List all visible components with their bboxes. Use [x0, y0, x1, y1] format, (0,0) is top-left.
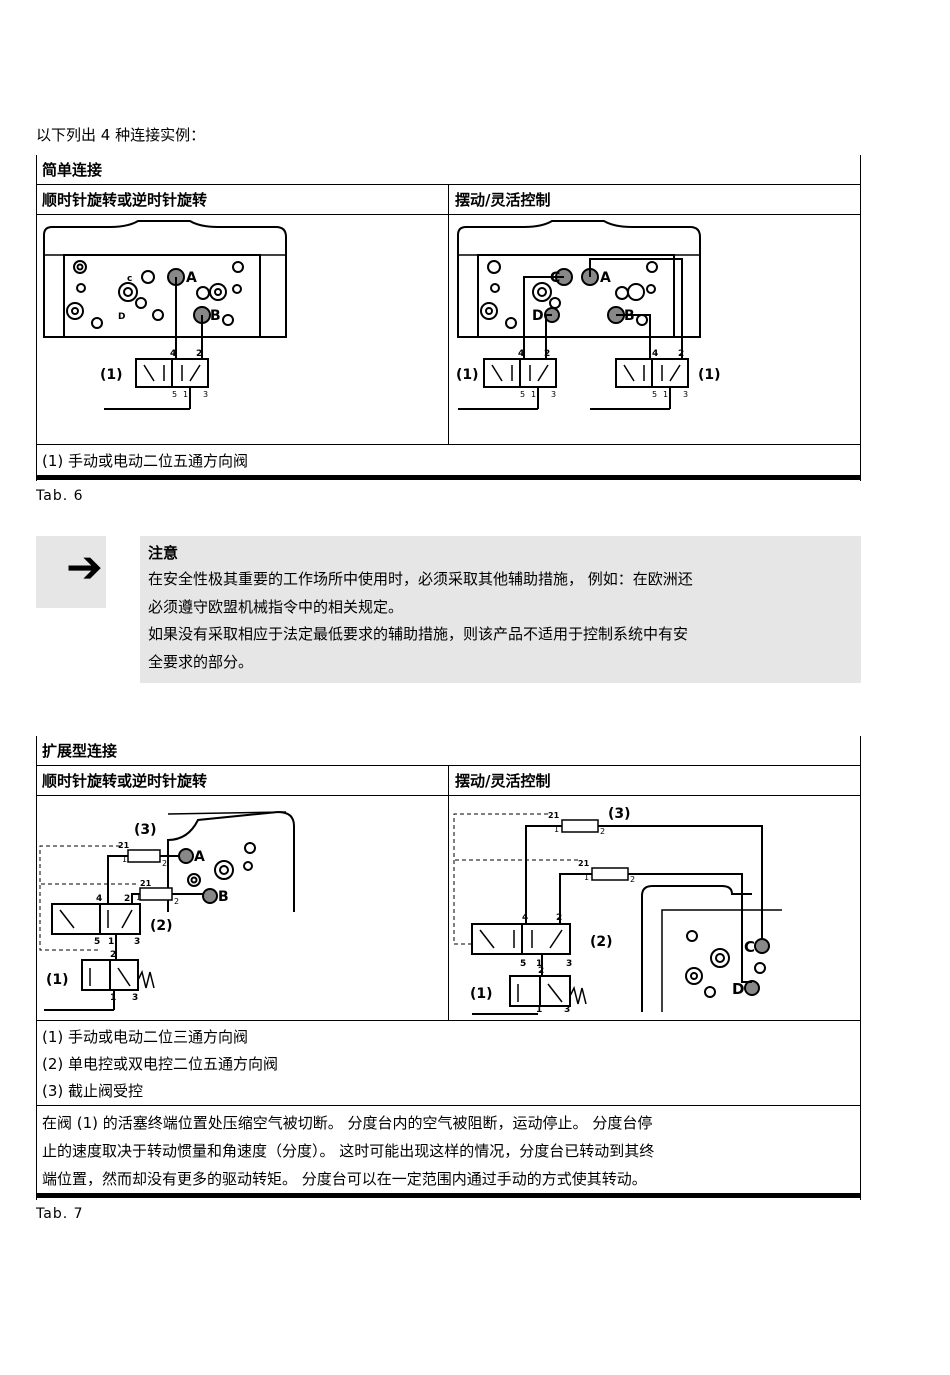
svg-text:1: 1 [536, 959, 542, 969]
svg-text:4: 4 [652, 349, 658, 359]
svg-text:2: 2 [630, 875, 635, 884]
svg-text:2: 2 [174, 897, 179, 906]
table1-title: 简单连接 [42, 161, 103, 179]
svg-text:2: 2 [678, 349, 684, 359]
table2-col-right: 摆动/灵活控制 [455, 772, 551, 790]
diagram-simple-rotation: A B c D 4 2 5 1 3 (1) [43, 220, 287, 410]
table2-title: 扩展型连接 [42, 742, 118, 760]
svg-text:2: 2 [110, 950, 116, 960]
note-line: 必须遵守欧盟机械指令中的相关规定。 [148, 598, 404, 616]
svg-text:D: D [732, 980, 744, 998]
svg-text:2: 2 [538, 966, 544, 976]
svg-text:C: C [744, 938, 755, 956]
diagram-extended-swing: (3) (2) 21 1 2 21 1 2 C D [453, 806, 782, 1015]
svg-text:1: 1 [136, 893, 141, 902]
svg-text:(3): (3) [608, 806, 631, 822]
svg-text:1: 1 [183, 390, 188, 399]
svg-text:A: A [194, 849, 205, 865]
table2-description: 端位置，然而却没有更多的驱动转矩。 分度台可以在一定范围内通过手动的方式使其转动… [42, 1170, 647, 1188]
svg-text:21: 21 [548, 811, 560, 820]
svg-text:1: 1 [108, 937, 114, 947]
svg-text:4: 4 [170, 349, 176, 359]
svg-text:3: 3 [134, 937, 140, 947]
svg-text:3: 3 [203, 390, 208, 399]
table2-footnote: (3) 截止阀受控 [42, 1082, 144, 1100]
note-title: 注意 [148, 544, 179, 562]
table2-description: 在阀 (1) 的活塞终端位置处压缩空气被切断。 分度台内的空气被阻断，运动停止。… [42, 1114, 653, 1132]
port-a-label: A [186, 270, 197, 286]
svg-text:21: 21 [140, 879, 152, 888]
svg-text:5: 5 [652, 390, 657, 399]
svg-text:5: 5 [520, 959, 526, 969]
svg-text:5: 5 [172, 390, 177, 399]
table-simple-connection: 简单连接 顺时针旋转或逆时针旋转 摆动/灵活控制 (1) 手动或电动二位五通方向… [36, 155, 861, 481]
arrow-right-icon: ➔ [66, 542, 103, 593]
svg-text:D: D [532, 308, 544, 324]
svg-text:4: 4 [522, 913, 528, 923]
svg-text:(2): (2) [590, 934, 613, 950]
note-box [140, 536, 861, 683]
svg-text:(1): (1) [470, 986, 493, 1002]
svg-text:2: 2 [124, 894, 130, 904]
svg-text:4: 4 [96, 894, 102, 904]
table1-caption: Tab. 6 [36, 488, 84, 504]
svg-text:3: 3 [551, 390, 556, 399]
table2-caption: Tab. 7 [36, 1206, 84, 1222]
note-line: 全要求的部分。 [148, 653, 254, 671]
svg-text:D: D [118, 312, 125, 322]
table2-footnote: (2) 单电控或双电控二位五通方向阀 [42, 1055, 279, 1073]
note-line: 在安全性极其重要的工作场所中使用时，必须采取其他辅助措施， 例如：在欧洲还 [148, 570, 693, 588]
svg-text:2: 2 [544, 349, 550, 359]
table2-col-left: 顺时针旋转或逆时针旋转 [42, 772, 208, 790]
svg-text:3: 3 [683, 390, 688, 399]
table1-footnote: (1) 手动或电动二位五通方向阀 [42, 452, 249, 470]
table1-col-left: 顺时针旋转或逆时针旋转 [42, 191, 208, 209]
svg-text:4: 4 [518, 349, 524, 359]
svg-text:1: 1 [122, 855, 127, 864]
diagram-simple-swing: C A D B 4 2 5 1 3 (1) 4 2 5 1 3 [456, 220, 721, 410]
svg-text:(3): (3) [134, 822, 157, 838]
svg-text:5: 5 [94, 937, 100, 947]
valve-1-label: (1) [100, 367, 123, 383]
svg-text:21: 21 [118, 841, 130, 850]
svg-text:2: 2 [600, 827, 605, 836]
port-b-label: B [210, 308, 221, 324]
note-icon-box [36, 536, 106, 608]
svg-text:(1): (1) [456, 367, 479, 383]
svg-text:(1): (1) [698, 367, 721, 383]
note-line: 如果没有采取相应于法定最低要求的辅助措施，则该产品不适用于控制系统中有安 [148, 625, 689, 643]
table2-description: 止的速度取决于转动惯量和角速度（分度）。 这时可能出现这样的情况，分度台已转动到… [42, 1142, 655, 1160]
svg-text:1: 1 [536, 1005, 542, 1015]
svg-text:3: 3 [566, 959, 572, 969]
table1-col-right: 摆动/灵活控制 [455, 191, 551, 209]
svg-text:2: 2 [162, 859, 167, 868]
svg-text:2: 2 [196, 349, 202, 359]
svg-text:1: 1 [554, 825, 559, 834]
svg-text:5: 5 [520, 390, 525, 399]
table2-footnote: (1) 手动或电动二位三通方向阀 [42, 1028, 249, 1046]
svg-text:1: 1 [584, 873, 589, 882]
svg-text:1: 1 [531, 390, 536, 399]
svg-text:1: 1 [663, 390, 668, 399]
svg-text:21: 21 [578, 859, 590, 868]
svg-text:B: B [218, 889, 229, 905]
diagram-extended-rotation: A B (3) 21 1 2 21 1 2 4 2 5 1 3 (2) [39, 810, 295, 1011]
intro-text: 以下列出 4 种连接实例： [36, 126, 206, 144]
table-extended-connection: 扩展型连接 顺时针旋转或逆时针旋转 摆动/灵活控制 (1) 手动或电动二位三通方… [36, 736, 861, 1200]
svg-text:3: 3 [132, 993, 138, 1003]
svg-text:A: A [600, 270, 611, 286]
svg-text:3: 3 [564, 1005, 570, 1015]
svg-text:c: c [127, 274, 132, 284]
svg-text:(2): (2) [150, 918, 173, 934]
svg-text:(1): (1) [46, 972, 69, 988]
svg-text:2: 2 [556, 913, 562, 923]
